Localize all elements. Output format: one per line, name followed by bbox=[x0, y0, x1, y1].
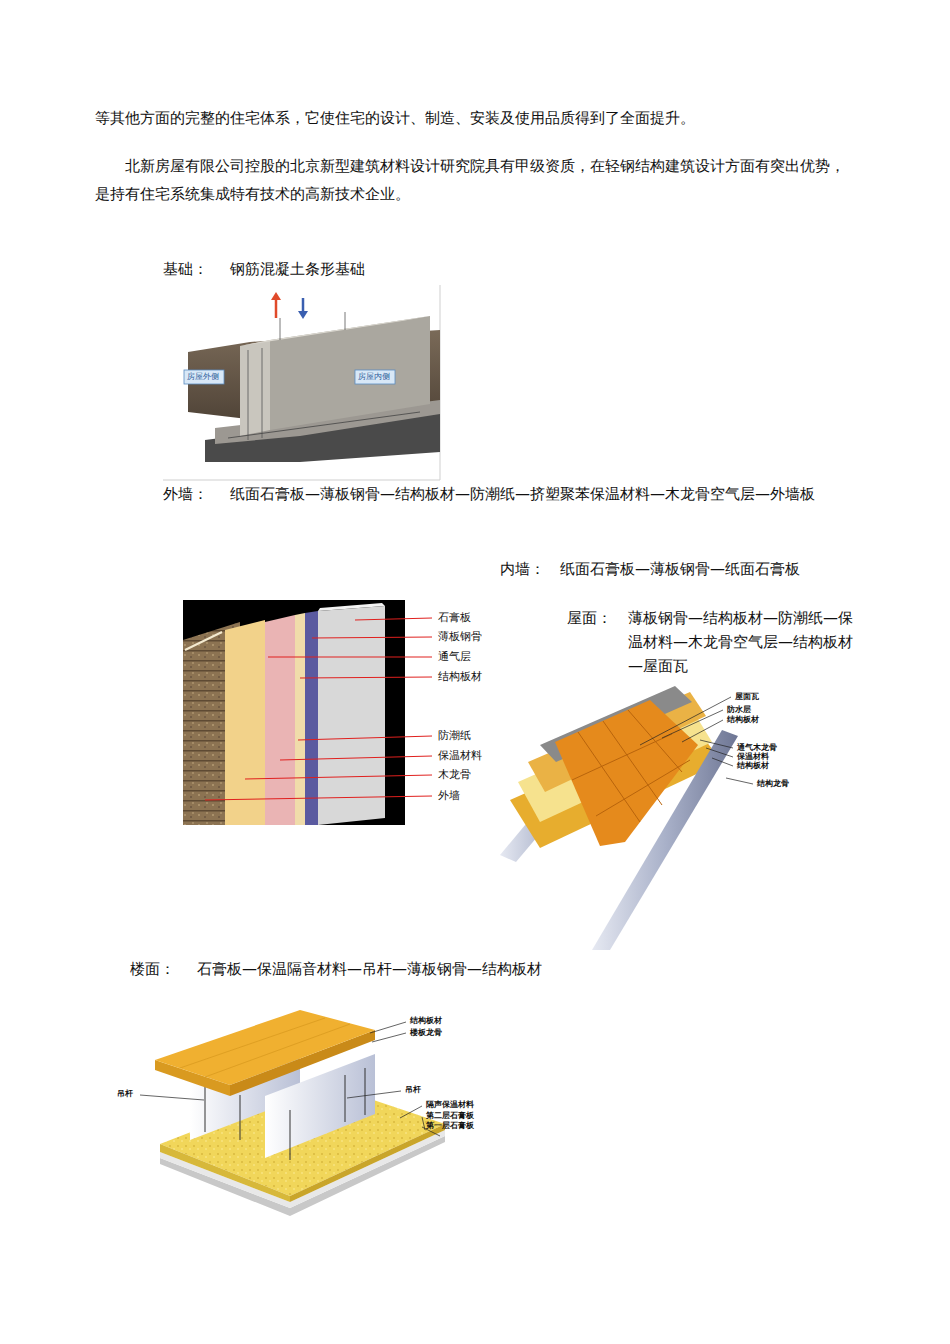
part-label: 楼板龙骨 bbox=[410, 1029, 442, 1037]
part-label: 结构板材 bbox=[727, 716, 759, 724]
spec-text: 纸面石膏板—薄板钢骨—纸面石膏板 bbox=[560, 557, 800, 581]
part-label: 保温材料 bbox=[438, 749, 482, 762]
part-label: 第二层石膏板 bbox=[426, 1112, 474, 1120]
part-label: 木龙骨 bbox=[438, 768, 471, 781]
spec-text: 钢筋混凝土条形基础 bbox=[230, 257, 365, 281]
section-heading: 基础： bbox=[163, 257, 208, 281]
foundation-illustration bbox=[163, 285, 440, 480]
part-label: 房屋外侧 bbox=[187, 372, 219, 382]
part-label: 薄板钢骨 bbox=[438, 630, 482, 643]
section-heading: 外墙： bbox=[163, 482, 208, 506]
part-label: 通气层 bbox=[438, 650, 471, 663]
part-label: 隔声保温材料 bbox=[426, 1101, 474, 1109]
body-paragraph: 等其他方面的完整的住宅体系，它使住宅的设计、制造、安装及使用品质得到了全面提升。 bbox=[95, 104, 885, 132]
part-label: 结构板材 bbox=[410, 1017, 442, 1025]
part-label: 结构板材 bbox=[438, 670, 482, 683]
part-label: 吊杆 bbox=[117, 1090, 133, 1098]
part-label: 防潮纸 bbox=[438, 729, 471, 742]
part-label: 结构板材 bbox=[737, 762, 769, 770]
spec-text: 石膏板—保温隔音材料—吊杆—薄板钢骨—结构板材 bbox=[197, 957, 542, 981]
part-label: 保温材料 bbox=[737, 753, 769, 761]
spec-text: 纸面石膏板—薄板钢骨—结构板材—防潮纸—挤塑聚苯保温材料—木龙骨空气层—外墙板 bbox=[230, 482, 860, 506]
section-heading: 楼面： bbox=[130, 957, 175, 981]
part-label: 通气木龙骨 bbox=[737, 744, 777, 752]
part-label: 屋面瓦 bbox=[735, 693, 759, 701]
part-label: 吊杆 bbox=[405, 1086, 421, 1094]
section-heading: 屋面： bbox=[567, 606, 612, 630]
section-heading: 内墙： bbox=[500, 557, 545, 581]
part-label: 石膏板 bbox=[438, 611, 471, 624]
part-label: 防水层 bbox=[727, 706, 751, 714]
floor-illustration bbox=[140, 1010, 445, 1216]
spec-text: 薄板钢骨—结构板材—防潮纸—保温材料—木龙骨空气层—结构板材—屋面瓦 bbox=[628, 606, 864, 678]
wall-illustration bbox=[183, 600, 432, 825]
part-label: 外墙 bbox=[438, 789, 460, 802]
body-paragraph: 北新房屋有限公司控股的北京新型建筑材料设计研究院具有甲级资质，在轻钢结构建筑设计… bbox=[95, 152, 859, 208]
part-label: 房屋内侧 bbox=[358, 372, 390, 382]
roof-illustration bbox=[500, 686, 753, 950]
part-label: 结构龙骨 bbox=[757, 780, 789, 788]
part-label: 第一层石膏板 bbox=[426, 1122, 474, 1130]
